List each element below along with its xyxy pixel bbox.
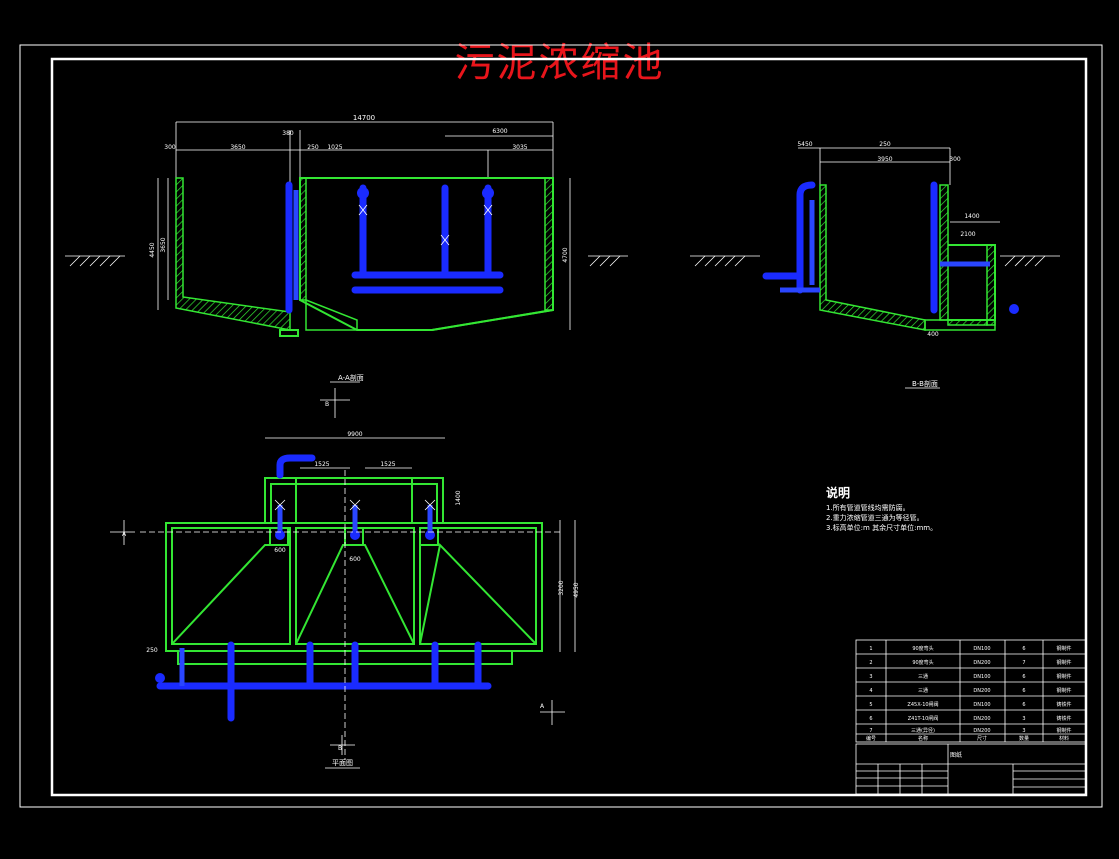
mark-a-left: A [122, 531, 127, 538]
row-1-spec: DN100 [973, 646, 990, 652]
dim-b-1400: 1400 [964, 213, 979, 220]
dim-3650: 3650 [160, 237, 167, 252]
section-a-a: 14700 380 6300 300 3650 250 1025 3035 44… [65, 114, 628, 383]
mark-a-right: A [540, 703, 545, 710]
row-6-spec: DN200 [973, 716, 990, 722]
mark-b-top: B [325, 401, 329, 408]
header-no: 编号 [866, 735, 876, 742]
dim-b-2100: 2100 [960, 231, 975, 238]
row-1-name: 90度弯头 [912, 645, 933, 652]
row-3-qty: 6 [1022, 674, 1025, 680]
dim-b-5450: 5450 [797, 141, 812, 148]
row-7-qty: 3 [1022, 728, 1025, 734]
row-4-spec: DN200 [973, 688, 990, 694]
row-6-mat: 铸铁件 [1056, 715, 1071, 722]
dim-b-300: 300 [949, 156, 961, 163]
row-1-mat: 钢制件 [1056, 645, 1071, 652]
dim-p-4950: 4950 [573, 582, 580, 597]
dim-4700: 4700 [562, 247, 569, 262]
row-7-spec: DN200 [973, 728, 990, 734]
materials-table: 1 90度弯头 DN100 6 钢制件 2 90度弯头 DN200 7 钢制件 … [855, 639, 1087, 743]
dim-overall: 14700 [353, 114, 375, 122]
inner-frame [50, 57, 1088, 797]
notes-block: 说明 1.所有管道管线均需防腐。 2.重力浓缩管道三通为等径管。 3.标高单位:… [826, 485, 937, 532]
section-b-b: 5450 250 3950 300 1400 2100 400 B-B剖面 [690, 141, 1060, 389]
plan-label: 平面图 [332, 759, 353, 767]
header-spec: 尺寸 [977, 735, 987, 742]
row-6-no: 6 [869, 716, 872, 722]
dim-6300: 6300 [492, 128, 507, 135]
row-7-no: 7 [869, 728, 872, 734]
outer-frame [19, 44, 1103, 808]
row-2-qty: 7 [1022, 660, 1025, 666]
dim-b-3950: 3950 [877, 156, 892, 163]
note-line-1: 1.所有管道管线均需防腐。 [826, 503, 910, 512]
dim-b-400: 400 [927, 331, 939, 338]
dim-1025: 1025 [327, 144, 342, 151]
row-6-qty: 3 [1022, 716, 1025, 722]
row-4-qty: 6 [1022, 688, 1025, 694]
row-1-no: 1 [869, 646, 872, 652]
row-5-no: 5 [869, 702, 872, 708]
row-5-qty: 6 [1022, 702, 1025, 708]
row-2-spec: DN200 [973, 660, 990, 666]
row-4-name: 三通 [918, 687, 928, 694]
dim-p-1525a: 1525 [314, 461, 329, 468]
header-qty: 数量 [1019, 735, 1029, 742]
dim-p-3200: 3200 [558, 580, 565, 595]
row-2-mat: 钢制件 [1056, 659, 1071, 666]
dim-300: 300 [164, 144, 176, 151]
dim-b-250: 250 [879, 141, 891, 148]
dim-p-250: 250 [146, 647, 158, 654]
dim-p-1400: 1400 [455, 490, 462, 505]
dim-3650: 3650 [230, 144, 245, 151]
title-block: 图纸 [855, 743, 1087, 795]
row-3-no: 3 [869, 674, 872, 680]
note-line-2: 2.重力浓缩管道三通为等径管。 [826, 513, 924, 522]
plan-view: 9900 1525 1525 1400 600 600 3200 4950 25… [110, 388, 580, 769]
dim-380: 380 [282, 130, 294, 137]
dim-250: 250 [307, 144, 319, 151]
row-2-no: 2 [869, 660, 872, 666]
row-4-mat: 钢制件 [1056, 687, 1071, 694]
notes-heading: 说明 [826, 485, 850, 500]
drawing-title: 污泥浓缩池 [454, 40, 665, 86]
row-4-no: 4 [869, 688, 872, 694]
dim-p-9900: 9900 [347, 431, 362, 438]
row-3-name: 三通 [918, 673, 928, 680]
row-6-name: Z41T-10闸阀 [908, 715, 939, 722]
row-3-spec: DN100 [973, 674, 990, 680]
dim-p-600a: 600 [274, 547, 286, 554]
row-3-mat: 钢制件 [1056, 673, 1071, 680]
row-2-name: 90度弯头 [912, 659, 933, 666]
row-5-mat: 铸铁件 [1056, 701, 1071, 708]
dim-p-1525b: 1525 [380, 461, 395, 468]
dim-3035: 3035 [512, 144, 527, 151]
row-1-qty: 6 [1022, 646, 1025, 652]
title-block-name: 图纸 [950, 751, 962, 759]
row-7-mat: 钢制件 [1056, 727, 1071, 734]
dim-p-600b: 600 [349, 556, 361, 563]
header-mat: 材料 [1059, 735, 1069, 742]
mark-b-bottom: B [338, 745, 342, 752]
section-a-label: A-A剖面 [338, 373, 364, 382]
section-b-label: B-B剖面 [912, 379, 938, 388]
row-5-name: Z45X-10闸阀 [907, 701, 938, 708]
header-name: 名称 [918, 735, 928, 742]
note-line-3: 3.标高单位:m 其余尺寸单位:mm。 [826, 523, 937, 532]
row-7-name: 三通(异径) [911, 727, 935, 734]
row-5-spec: DN100 [973, 702, 990, 708]
dim-4450: 4450 [149, 242, 156, 257]
